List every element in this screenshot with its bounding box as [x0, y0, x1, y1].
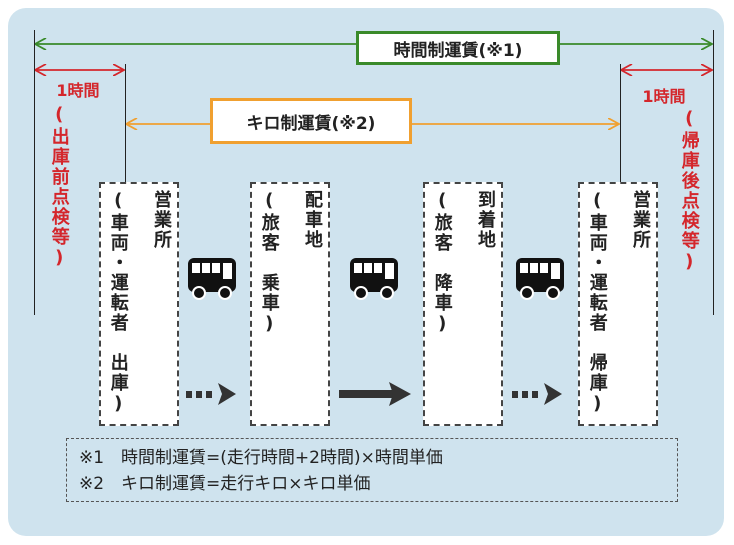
stage-name: 営業所: [630, 190, 651, 250]
stage-depot-return: 営業所 (車両・運転者 帰庫): [578, 182, 658, 426]
notes-box: ※1 時間制運賃=(走行時間+2時間)×時間単価 ※2 キロ制運賃=走行キロ×キ…: [66, 438, 678, 502]
right-side-note: (帰庫後点検等): [678, 108, 700, 274]
bus-icon: [516, 258, 564, 300]
stage-name: 配車地: [302, 190, 323, 250]
stage-pickup: 配車地 (旅客 乗車): [250, 182, 330, 426]
stage-depot-out: 営業所 (車両・運転者 出庫): [99, 182, 179, 426]
stage-sub: (車両・運転者 帰庫): [586, 190, 608, 416]
boundary-line-outer-right: [713, 30, 714, 315]
solid-arrow-icon: [339, 382, 411, 406]
bus-icon: [350, 258, 398, 300]
km-fare-label: キロ制運賃(※2): [210, 98, 412, 144]
dotted-arrow-icon: [186, 383, 236, 405]
boundary-line-inner-left: [125, 64, 126, 184]
time-fare-label: 時間制運賃(※1): [356, 31, 560, 65]
stage-name: 営業所: [151, 190, 172, 250]
boundary-line-outer-left: [34, 30, 35, 315]
boundary-line-inner-right: [620, 64, 621, 184]
stage-sub: (車両・運転者 出庫): [107, 190, 129, 416]
dotted-arrow-icon: [512, 383, 562, 405]
bus-icon: [188, 258, 236, 300]
stage-sub: (旅客 乗車): [258, 190, 280, 336]
note-time-fare: ※1 時間制運賃=(走行時間+2時間)×時間単価: [79, 448, 443, 468]
note-km-fare: ※2 キロ制運賃=走行キロ×キロ単価: [79, 474, 371, 494]
left-side-note: (出庫前点検等): [48, 104, 70, 270]
stage-destination: 到着地 (旅客 降車): [423, 182, 503, 426]
stage-sub: (旅客 降車): [431, 190, 453, 336]
right-hour-label: 1時間: [642, 87, 686, 106]
left-hour-label: 1時間: [56, 81, 100, 100]
stage-name: 到着地: [475, 190, 496, 250]
